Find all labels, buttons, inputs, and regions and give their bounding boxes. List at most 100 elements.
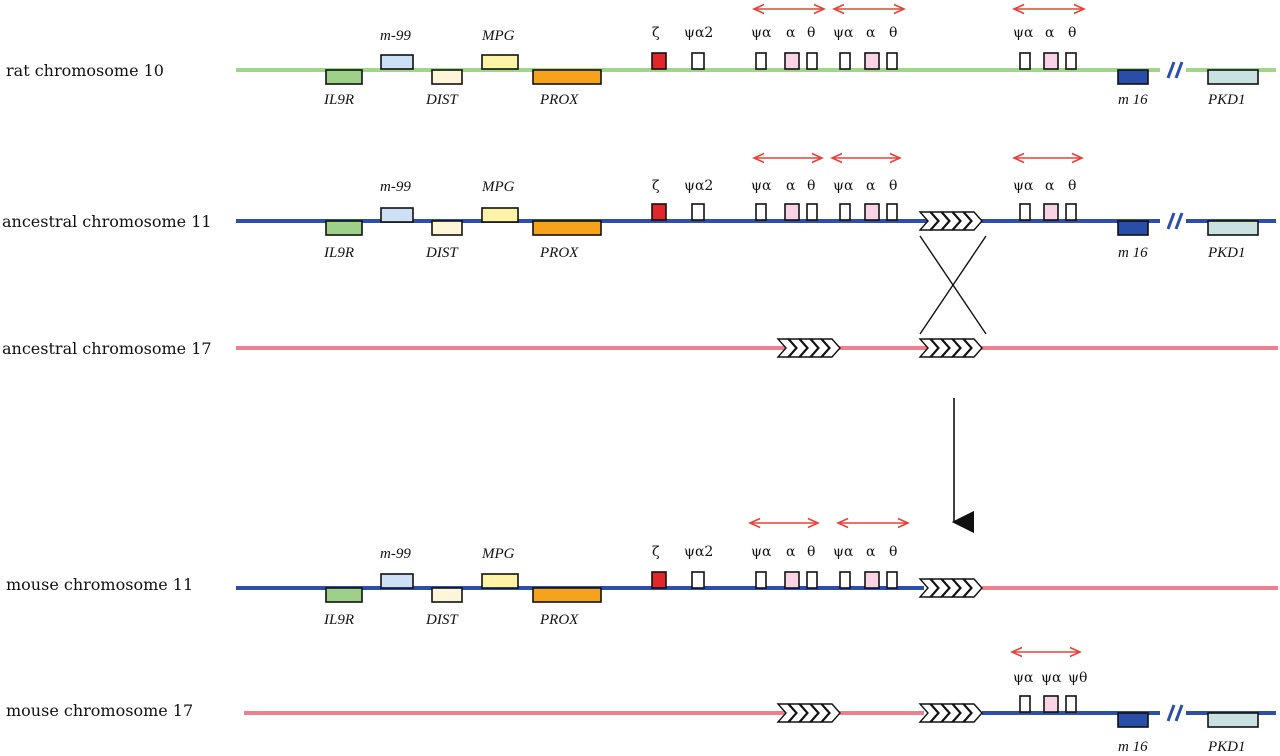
- il9r-label: IL9R: [323, 245, 354, 261]
- psialpha2-label: ψα2: [684, 25, 713, 41]
- theta-gene: [886, 571, 898, 589]
- zeta-gene: [651, 203, 667, 221]
- dist-gene: [431, 69, 463, 85]
- psitheta-label: ψθ: [1068, 670, 1087, 686]
- mpg-label: MPG: [481, 179, 515, 195]
- theta-gene: [1065, 52, 1077, 70]
- prox-label: PROX: [539, 245, 579, 261]
- alpha-gene: [864, 571, 880, 589]
- dist-label: DIST: [425, 245, 459, 261]
- psialpha-label: ψα: [833, 178, 854, 194]
- alpha-label: α: [1045, 178, 1055, 194]
- psialpha-label: ψα: [1041, 670, 1062, 686]
- psialpha-gene-pink: [1043, 695, 1059, 713]
- theta-gene: [886, 203, 898, 221]
- alpha-gene: [784, 203, 800, 221]
- alpha-label: α: [866, 178, 876, 194]
- row-label: ancestral chromosome 17: [2, 339, 212, 358]
- psialpha2-label: ψα2: [684, 544, 713, 560]
- theta-label: θ: [807, 544, 815, 560]
- m99-gene: [380, 54, 414, 70]
- prox-label: PROX: [539, 92, 579, 108]
- row-mouse-chromosome-17: mouse chromosome 17 ψα ψα ψθ: [6, 646, 1276, 755]
- psialpha-label: ψα: [751, 544, 772, 560]
- theta-label: θ: [1068, 178, 1076, 194]
- theta-label: θ: [889, 544, 897, 560]
- psialpha-gene: [1019, 695, 1031, 713]
- alpha-gene: [1043, 203, 1059, 221]
- m16-gene: [1117, 220, 1149, 236]
- dist-label: DIST: [425, 92, 459, 108]
- m16-label: m 16: [1118, 245, 1148, 261]
- psialpha-label: ψα: [833, 25, 854, 41]
- repeat-element: [918, 703, 983, 723]
- repeat-element: [776, 338, 841, 358]
- il9r-gene: [325, 220, 363, 236]
- alpha-label: α: [866, 25, 876, 41]
- psitheta-gene: [1065, 695, 1077, 713]
- crossover-lines: [919, 235, 987, 335]
- row-rat-chromosome-10: rat chromosome 10 IL9R m-99 DIST MPG PRO…: [6, 3, 1276, 108]
- m16-gene: [1117, 712, 1149, 728]
- row-ancestral-chromosome-17: ancestral chromosome 17: [2, 338, 1278, 358]
- psialpha-label: ψα: [1013, 670, 1034, 686]
- psialpha-gene: [839, 52, 851, 70]
- theta-gene: [1065, 203, 1077, 221]
- il9r-gene: [325, 587, 363, 603]
- mpg-label: MPG: [481, 28, 515, 44]
- zeta-label: ζ: [652, 25, 660, 41]
- pkd1-label: PKD1: [1207, 739, 1246, 755]
- psialpha-gene: [755, 571, 767, 589]
- theta-label: θ: [807, 178, 815, 194]
- il9r-label: IL9R: [323, 612, 354, 628]
- prox-gene: [532, 220, 602, 236]
- psialpha-label: ψα: [833, 544, 854, 560]
- prox-gene: [532, 587, 602, 603]
- alpha-label: α: [786, 544, 796, 560]
- prox-gene: [532, 69, 602, 85]
- repeat-element: [918, 211, 983, 231]
- psialpha2-gene: [691, 52, 705, 70]
- alpha-gene: [784, 52, 800, 70]
- m99-label: m-99: [380, 546, 411, 562]
- pkd1-gene: [1207, 712, 1259, 728]
- alpha-label: α: [1045, 25, 1055, 41]
- m16-gene: [1117, 69, 1149, 85]
- repeat-element: [776, 703, 841, 723]
- zeta-label: ζ: [652, 544, 660, 560]
- theta-gene: [806, 571, 818, 589]
- mpg-label: MPG: [481, 546, 515, 562]
- psialpha-label: ψα: [1013, 178, 1034, 194]
- alpha-label: α: [866, 544, 876, 560]
- psialpha-gene: [1019, 52, 1031, 70]
- break-mark: [1166, 704, 1184, 722]
- pkd1-gene: [1207, 220, 1259, 236]
- repeat-element: [918, 578, 983, 598]
- mpg-gene: [481, 54, 519, 70]
- alpha-gene: [1043, 52, 1059, 70]
- psialpha-gene: [839, 571, 851, 589]
- alpha-label: α: [786, 25, 796, 41]
- m99-gene: [380, 207, 414, 223]
- psialpha2-gene: [691, 571, 705, 589]
- theta-label: θ: [807, 25, 815, 41]
- mpg-gene: [481, 573, 519, 589]
- row-label: mouse chromosome 17: [6, 701, 193, 720]
- zeta-label: ζ: [652, 178, 660, 194]
- alpha-gene: [864, 203, 880, 221]
- psialpha-label: ψα: [751, 178, 772, 194]
- alpha-label: α: [786, 178, 796, 194]
- pkd1-label: PKD1: [1207, 92, 1246, 108]
- zeta-gene: [651, 52, 667, 70]
- psialpha2-gene: [691, 203, 705, 221]
- il9r-label: IL9R: [323, 92, 354, 108]
- il9r-gene: [325, 69, 363, 85]
- theta-gene: [806, 203, 818, 221]
- psialpha-gene: [1019, 203, 1031, 221]
- break-mark: [1166, 212, 1184, 230]
- psialpha2-label: ψα2: [684, 178, 713, 194]
- zeta-gene: [651, 571, 667, 589]
- dist-label: DIST: [425, 612, 459, 628]
- alpha-gene: [784, 571, 800, 589]
